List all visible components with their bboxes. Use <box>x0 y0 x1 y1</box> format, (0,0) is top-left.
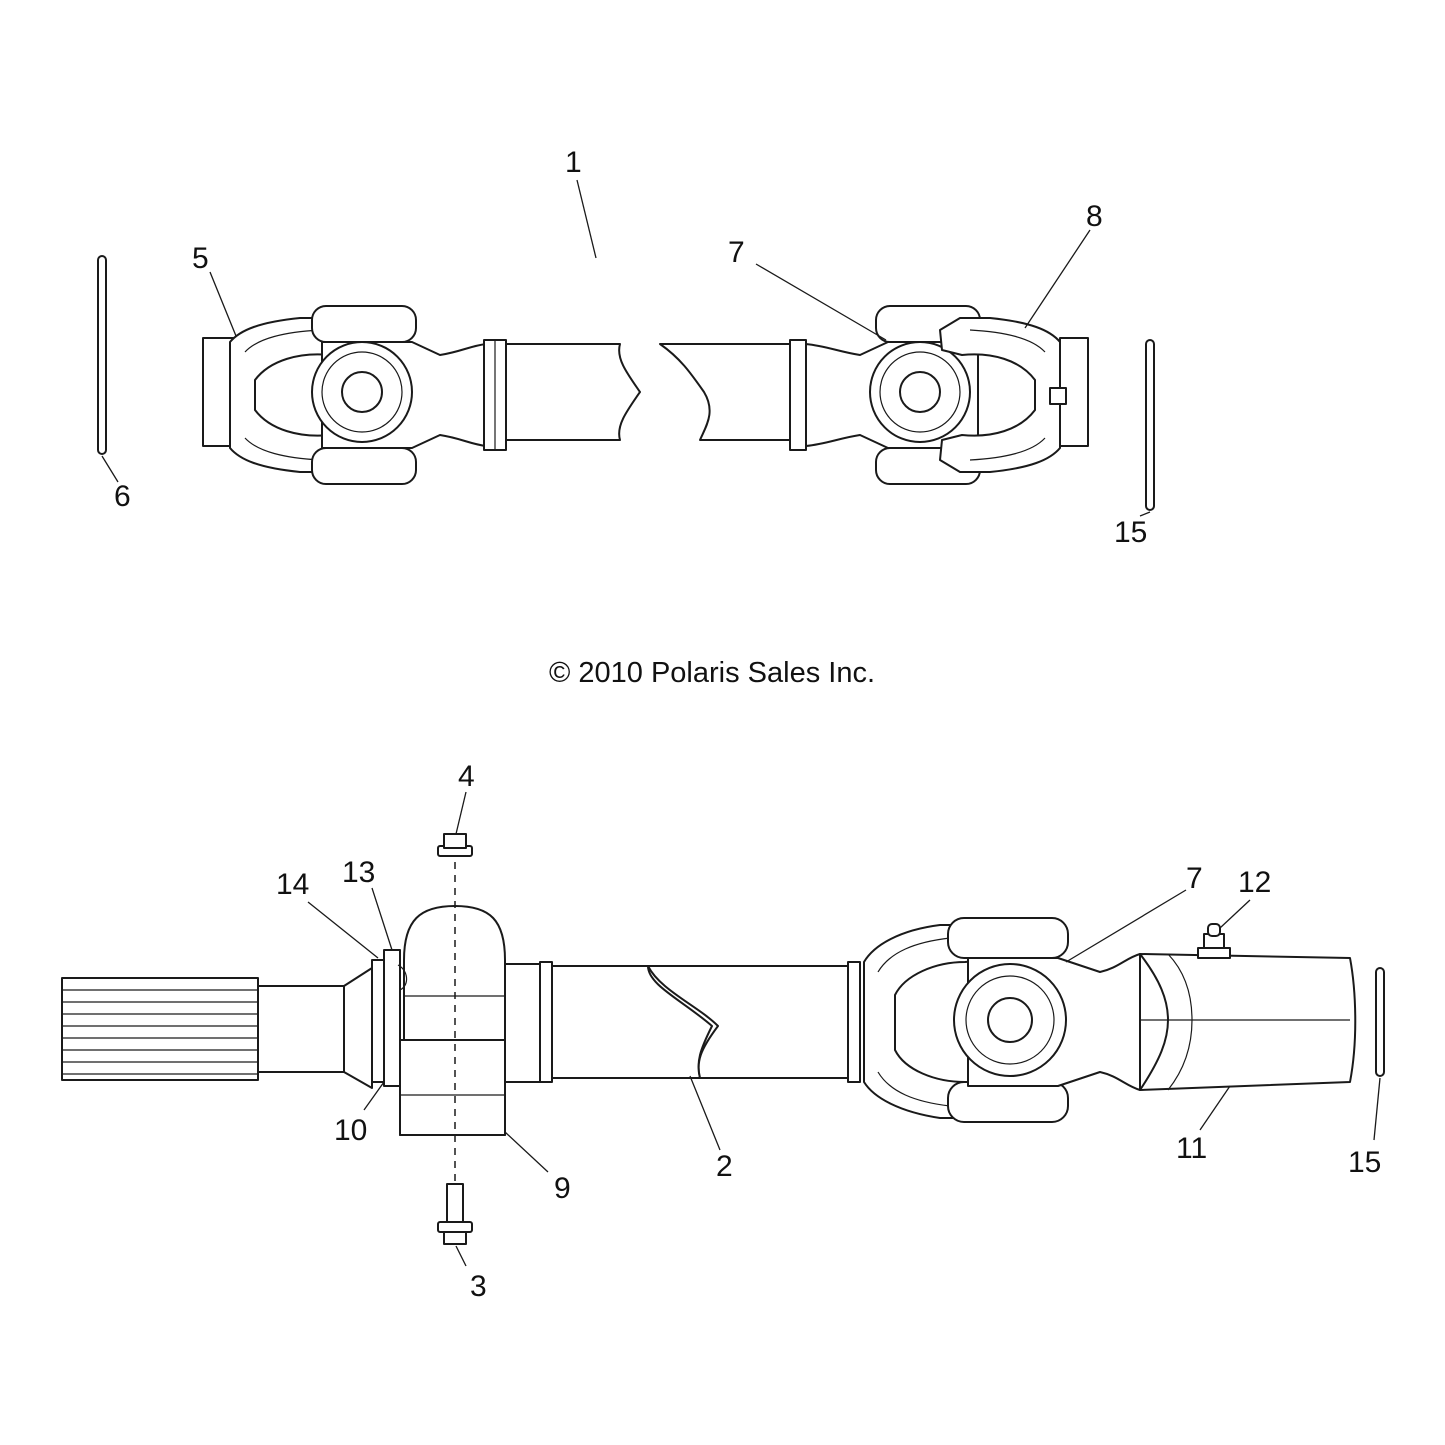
right-cross-ring <box>879 351 961 433</box>
roll-pin-right-top <box>1145 339 1155 511</box>
callout-3: 3 <box>470 1270 487 1303</box>
bolt-3 <box>437 1183 473 1245</box>
left-end-collar <box>202 337 234 447</box>
left-cross-ring <box>321 351 403 433</box>
rear-yoke-outer <box>863 924 991 1119</box>
seal-washer-13 <box>383 949 401 1087</box>
roll-pin-left <box>97 255 107 455</box>
callout-15-top: 15 <box>1114 516 1147 549</box>
callout-6: 6 <box>114 480 131 513</box>
stub-neck <box>257 985 345 1073</box>
right-tube-collar <box>789 339 807 451</box>
callout-10: 10 <box>334 1114 367 1147</box>
callout-12: 12 <box>1238 866 1271 899</box>
slip-yoke-tube <box>1139 953 1357 1091</box>
tube-ring-left <box>539 961 553 1083</box>
left-bearing-cap-top <box>311 305 417 343</box>
rear-tube-right <box>647 965 849 1079</box>
right-cross-center <box>899 371 941 413</box>
carrier-bearing-foot <box>399 1039 506 1136</box>
callout-15-bottom: 15 <box>1348 1146 1381 1179</box>
left-cross-center <box>341 371 383 413</box>
seal-washer-14 <box>371 959 385 1083</box>
callout-8: 8 <box>1086 200 1103 233</box>
callout-14: 14 <box>276 868 309 901</box>
splined-stub <box>61 977 259 1081</box>
copyright-notice: © 2010 Polaris Sales Inc. <box>549 657 875 689</box>
callout-4: 4 <box>458 760 475 793</box>
callout-7-top: 7 <box>728 236 745 269</box>
bolt-4 <box>437 833 473 857</box>
top-prop-shaft-assembly: 1 5 6 7 8 15 <box>97 146 1155 549</box>
spline-teeth <box>62 989 258 1075</box>
right-zerk-tab <box>1049 387 1067 405</box>
right-yoke-outer <box>939 317 1061 473</box>
bottom-prop-shaft-assembly: 4 14 13 7 12 10 9 2 11 15 3 <box>61 760 1385 1303</box>
tube-ring-right <box>847 961 861 1083</box>
left-bearing-cap-bottom <box>311 447 417 485</box>
callout-9: 9 <box>554 1172 571 1205</box>
shaft-tube-left <box>505 343 641 441</box>
right-yoke-inner-line <box>969 329 1046 461</box>
rear-yoke-inner-line <box>877 937 951 1107</box>
shaft-tube-right <box>659 343 791 441</box>
callout-2: 2 <box>716 1150 733 1183</box>
rear-bearing-cap-bottom <box>947 1081 1069 1123</box>
callout-5: 5 <box>192 242 209 275</box>
carrier-bearing-bore <box>397 964 408 991</box>
left-yoke-inner-line <box>244 329 321 461</box>
roll-pin-right-bottom <box>1375 967 1385 1077</box>
callout-7-bottom: 7 <box>1186 862 1203 895</box>
rear-cross-ring <box>965 975 1055 1065</box>
rear-bearing-cap-top <box>947 917 1069 959</box>
callout-11: 11 <box>1176 1132 1207 1165</box>
stub-taper <box>343 967 373 1089</box>
rear-cross-center <box>987 997 1033 1043</box>
callout-1: 1 <box>565 146 582 179</box>
left-yoke-outer <box>229 317 353 473</box>
grease-fitting-12 <box>1197 923 1231 959</box>
callout-13: 13 <box>342 856 375 889</box>
